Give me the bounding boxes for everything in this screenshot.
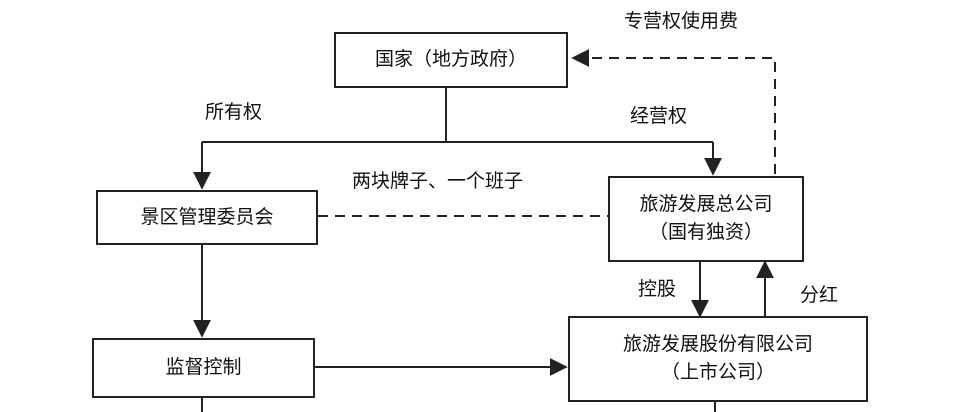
node-tourism-corp-line2: （国有独资） [648, 221, 763, 243]
node-supervision: 监督控制 [92, 338, 315, 398]
edge-franchise-fee-dashed [571, 49, 776, 174]
node-state: 国家（地方政府） [334, 32, 568, 88]
label-holding: 控股 [638, 278, 677, 300]
node-supervision-label: 监督控制 [165, 356, 242, 379]
label-operation-right: 经营权 [630, 105, 688, 127]
node-state-label: 国家（地方政府） [374, 48, 527, 71]
node-scenic-committee: 景区管理委员会 [96, 190, 318, 245]
label-ownership: 所有权 [205, 101, 263, 123]
label-dividend: 分红 [800, 284, 839, 306]
node-listed-company-line2: （上市公司） [660, 361, 775, 383]
label-franchise-fee: 专营权使用费 [624, 10, 739, 32]
node-tourism-corp-line1: 旅游发展总公司 [639, 193, 773, 216]
node-listed-company-line1: 旅游发展股份有限公司 [622, 333, 813, 356]
node-scenic-committee-label: 景区管理委员会 [140, 205, 274, 228]
node-tourism-corp: 旅游发展总公司 （国有独资） [608, 176, 804, 262]
node-listed-company: 旅游发展股份有限公司 （上市公司） [568, 316, 868, 402]
label-two-signs: 两块牌子、一个班子 [352, 170, 524, 192]
